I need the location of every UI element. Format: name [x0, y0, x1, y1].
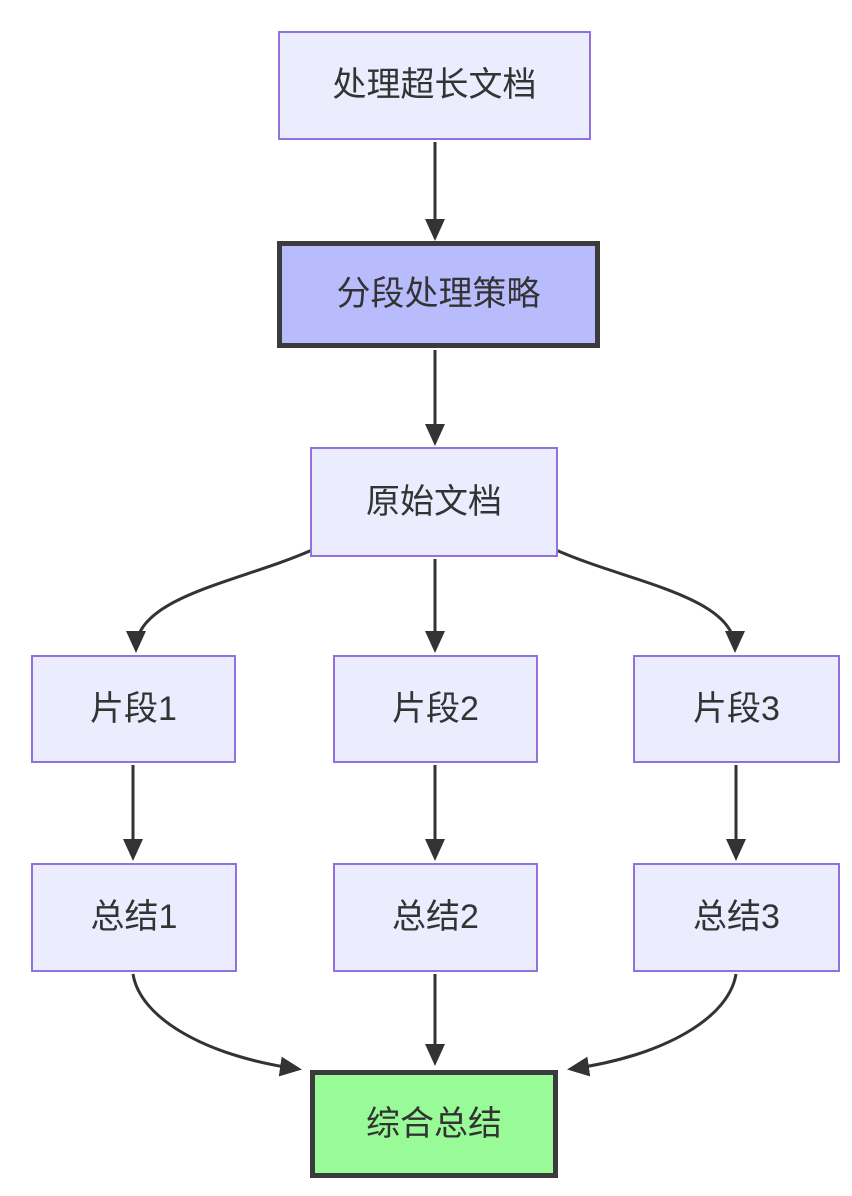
node-label: 总结2 — [392, 898, 479, 937]
node-summary-1: 总结1 — [31, 863, 237, 972]
node-segmentation-strategy: 分段处理策略 — [277, 241, 600, 348]
node-label: 分段处理策略 — [336, 275, 541, 314]
node-label: 片段1 — [90, 689, 177, 728]
node-label: 总结3 — [693, 898, 780, 937]
node-label: 总结1 — [90, 898, 178, 937]
node-segment-1: 片段1 — [31, 655, 236, 763]
node-process-long-document: 处理超长文档 — [278, 31, 591, 140]
edge-document-to-segment-1 — [126, 548, 313, 653]
node-label: 原始文档 — [366, 482, 502, 521]
node-segment-3: 片段3 — [633, 655, 840, 763]
node-summary-2: 总结2 — [333, 863, 538, 972]
node-label: 片段3 — [693, 689, 780, 728]
node-summary-3: 总结3 — [633, 863, 840, 972]
edge-summary-3-to-final — [567, 973, 738, 1077]
node-label: 处理超长文档 — [332, 66, 537, 105]
node-label: 片段2 — [392, 689, 479, 728]
edge-summary-1-to-final — [131, 973, 302, 1077]
node-segment-2: 片段2 — [333, 655, 538, 763]
node-combined-summary: 综合总结 — [310, 1070, 558, 1178]
node-original-document: 原始文档 — [310, 447, 558, 557]
edge-document-to-segment-3 — [555, 548, 745, 653]
node-label: 综合总结 — [366, 1104, 502, 1143]
